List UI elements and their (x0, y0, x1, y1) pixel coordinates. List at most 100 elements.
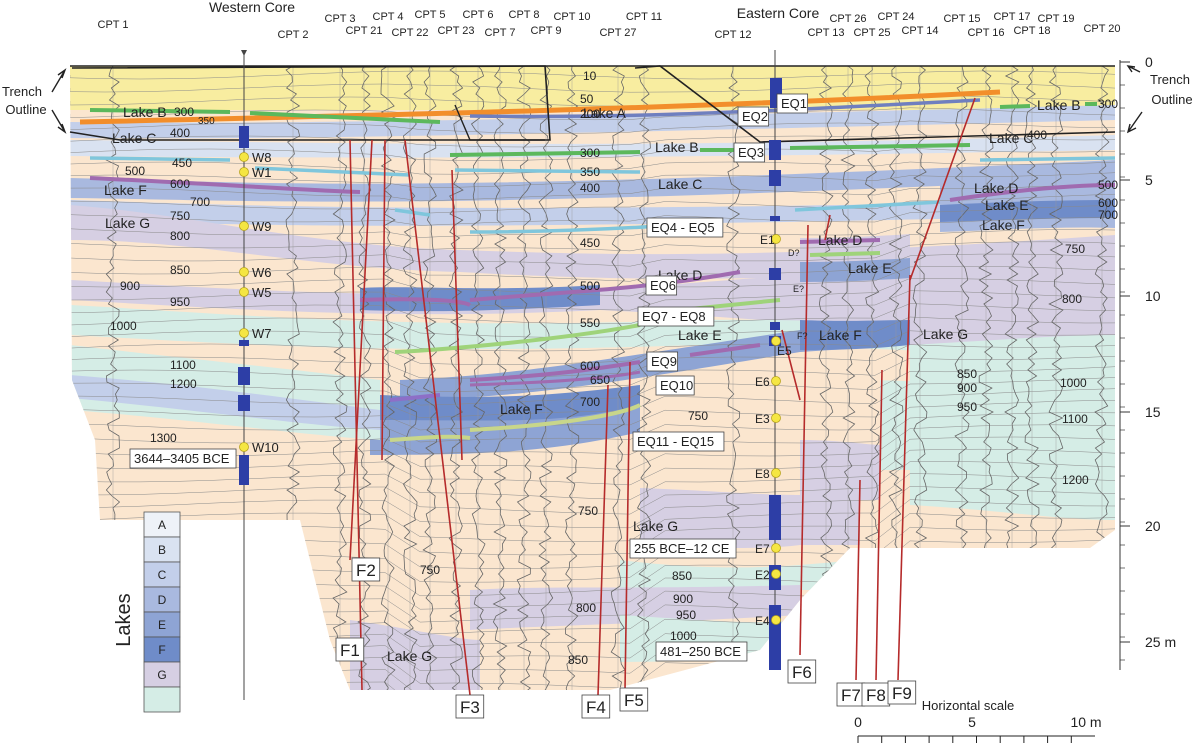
cpt-log-trace (726, 66, 741, 690)
event-label-box (632, 431, 725, 452)
trench-label-left-line1: Trench (2, 84, 42, 99)
sample-label: W5 (252, 285, 272, 300)
age-number: 950 (170, 295, 190, 309)
sample-label: W8 (252, 150, 272, 165)
cpt-label: CPT 14 (901, 25, 938, 37)
legend-label: F (158, 643, 165, 657)
lake-layer (640, 488, 860, 549)
age-number: 1200 (170, 377, 197, 391)
core-segment (769, 605, 781, 670)
event-label: EQ4 - EQ5 (651, 220, 715, 235)
fault-line (381, 139, 386, 461)
age-number: 600 (1098, 196, 1118, 210)
depth-tick-label: 20 (1145, 518, 1161, 534)
horizontal-scale-title: Horizontal scale (922, 698, 1015, 713)
lamination-line (70, 366, 1115, 406)
age-number: 10 (583, 69, 597, 83)
legend-swatch (143, 636, 181, 663)
lamination-line (70, 330, 1115, 365)
lake-label: Lake G (633, 518, 678, 534)
core-segment (238, 367, 250, 385)
fault-f6 (799, 224, 809, 656)
legend-label: C (158, 568, 167, 582)
trench-outline-east (634, 65, 1116, 143)
cpt-label: CPT 18 (1013, 25, 1050, 37)
cpt-log-trace (356, 66, 372, 690)
lake-label: Lake D (974, 180, 1018, 196)
age-number: 800 (1062, 292, 1082, 306)
lake-label: Lake E (985, 197, 1029, 213)
lamination-line (70, 486, 1115, 542)
lamination-line (70, 70, 1115, 80)
core-segment (239, 340, 249, 346)
age-number: 50 (580, 92, 594, 106)
core-segment (239, 126, 249, 148)
purple-line (799, 238, 881, 244)
event-label-box (645, 275, 678, 296)
lamination-line (70, 147, 1115, 161)
lamination-line (70, 120, 1115, 134)
lamination-line (70, 266, 1115, 297)
sample-dot (239, 442, 249, 452)
lake-label: Lake G (923, 326, 968, 342)
cpt-log-trace (402, 66, 418, 690)
cpt-label: CPT 4 (373, 11, 404, 23)
trench-arrows-right (1126, 65, 1143, 134)
fault-label-box (581, 694, 611, 719)
core-arrow (241, 50, 247, 56)
age-number: 900 (120, 279, 140, 293)
sample-dot (239, 152, 249, 162)
age-number: 600 (170, 177, 190, 191)
western-core-column (238, 50, 250, 700)
fault-label: F2 (356, 561, 376, 580)
age-number: 850 (170, 263, 190, 277)
lake-layer (70, 205, 1115, 279)
sample-label: W9 (252, 219, 272, 234)
core-segment (770, 216, 780, 221)
fault-label: F7 (841, 686, 861, 705)
age-number: 300 (580, 146, 600, 160)
purple-line (389, 393, 441, 402)
lamination-line (70, 205, 1115, 226)
fault-f3 (404, 139, 471, 696)
lightgreen-line (809, 251, 881, 257)
sample-label: E5 (777, 344, 792, 358)
lake-layer (800, 320, 910, 350)
age-number: 300 (174, 105, 194, 119)
lake-label: Lake F (982, 217, 1025, 233)
cpt-label: CPT 5 (415, 9, 446, 21)
lake-layer (70, 105, 1115, 139)
lake-layer (70, 135, 1115, 158)
lake-a-line (469, 98, 981, 119)
age-number: 700 (1098, 208, 1118, 222)
age-number: 1000 (110, 319, 137, 333)
event-label-box (655, 375, 695, 396)
scale-tick-label: 5 (968, 714, 976, 730)
age-label: 255 BCE–12 CE (634, 541, 730, 556)
lake-label: Lake E (678, 327, 722, 343)
lake-label: Lake E (848, 260, 892, 276)
lake-b-green-line (449, 143, 971, 157)
sample-dot (771, 468, 781, 478)
age-number: 900 (673, 592, 693, 606)
age-number: 500 (580, 279, 600, 293)
trench-label-right: Trench Outline (1126, 65, 1193, 134)
lamination-line (70, 82, 1115, 93)
legend-label: B (158, 543, 166, 557)
cpt-label: CPT 6 (463, 9, 494, 21)
legend-swatch (143, 686, 181, 713)
trench-arrows-left (51, 68, 67, 134)
lamination-line (70, 134, 1115, 148)
depth-tick-label: 0 (1145, 54, 1153, 70)
legend-swatch (143, 586, 181, 613)
sample-dot (771, 615, 781, 625)
core-segment (770, 322, 780, 330)
age-number: 1000 (1060, 376, 1087, 390)
depth-tick-label: 25 m (1145, 634, 1176, 650)
age-number: 400 (1027, 128, 1047, 142)
lamination-line (70, 355, 1115, 393)
lake-layer (370, 405, 640, 455)
sample-dot (771, 413, 781, 423)
